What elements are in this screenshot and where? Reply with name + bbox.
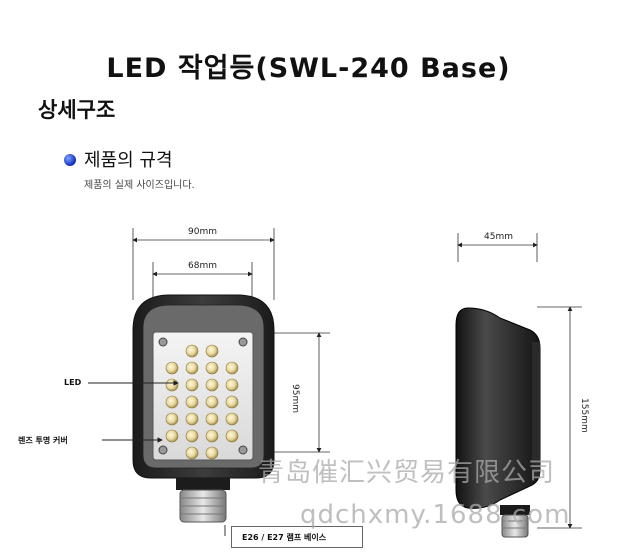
- led-chip: [205, 446, 219, 460]
- led-chip: [185, 429, 199, 443]
- dimension-lines-side: [457, 233, 582, 529]
- callout-lens-cover: 렌즈 투명 커버: [18, 436, 68, 445]
- callout-led: LED: [64, 378, 82, 387]
- led-chip: [165, 395, 179, 409]
- callout-base-box: [231, 526, 363, 548]
- dim-height-side: 155mm: [579, 398, 589, 433]
- bullet-icon: [64, 154, 76, 166]
- led-chip: [225, 378, 239, 392]
- led-chip: [165, 361, 179, 375]
- led-chip: [165, 429, 179, 443]
- led-chip: [185, 446, 199, 460]
- page-title: LED 작업등(SWL-240 Base): [106, 53, 511, 84]
- callout-base: E26 / E27 램프 베이스: [242, 533, 327, 542]
- led-chip: [225, 429, 239, 443]
- led-array: [165, 344, 239, 460]
- led-chip: [225, 361, 239, 375]
- led-chip: [225, 395, 239, 409]
- section-subtitle: 상세구조: [38, 98, 116, 122]
- lamp-front-view: [132, 294, 275, 523]
- led-chip: [185, 344, 199, 358]
- led-chip: [205, 344, 219, 358]
- watermark-company: 青岛催汇兴贸易有限公司: [258, 458, 556, 488]
- lamp-side-view: [455, 307, 541, 538]
- led-chip: [205, 378, 219, 392]
- led-chip: [185, 378, 199, 392]
- led-chip: [205, 412, 219, 426]
- led-chip: [185, 412, 199, 426]
- spec-heading: 제품의 규격: [84, 150, 173, 171]
- dimension-lines-front: [132, 228, 330, 453]
- dim-depth: 45mm: [484, 232, 513, 242]
- led-chip: [185, 361, 199, 375]
- spec-note: 제품의 실제 사이즈입니다.: [84, 180, 195, 191]
- dim-width-inner: 68mm: [188, 261, 217, 271]
- led-chip: [165, 378, 179, 392]
- led-chip: [225, 412, 239, 426]
- led-chip: [205, 361, 219, 375]
- led-chip: [165, 412, 179, 426]
- led-chip: [185, 395, 199, 409]
- dim-height-front: 95mm: [290, 384, 300, 413]
- watermark-url: qdchxmy.1688.com: [300, 500, 571, 530]
- led-chip: [205, 395, 219, 409]
- dim-width-outer: 90mm: [188, 227, 217, 237]
- led-chip: [205, 429, 219, 443]
